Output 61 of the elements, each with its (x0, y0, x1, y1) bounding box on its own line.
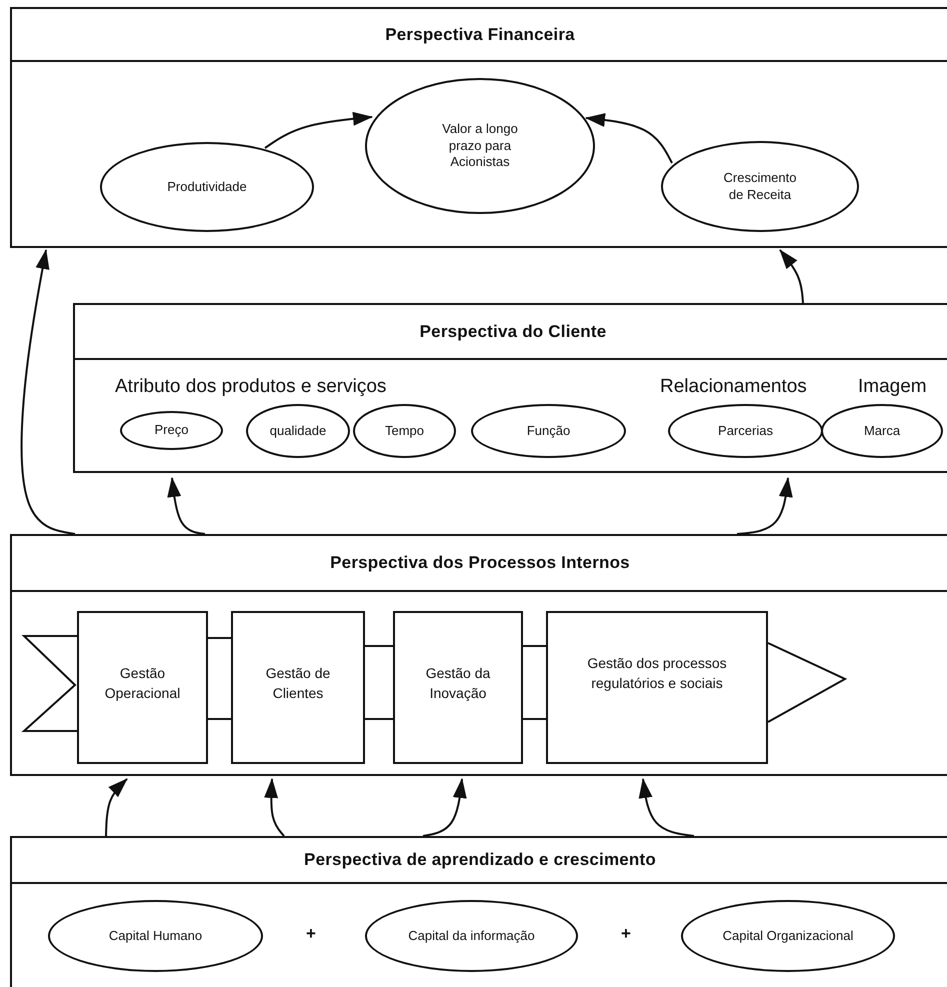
connector-line (208, 718, 231, 720)
process-box (393, 611, 523, 764)
perspective-panel (73, 303, 947, 473)
oval-node (365, 78, 595, 214)
arrow (736, 477, 793, 535)
plus-sign: + (306, 924, 316, 944)
connector-line (208, 637, 231, 639)
oval-node (821, 404, 943, 458)
node-text: Marca (864, 422, 900, 440)
node-text: Gestão da Inovação (424, 664, 492, 704)
oval-node (668, 404, 823, 458)
process-box (77, 611, 208, 764)
node-text: Crescimento de Receita (722, 170, 798, 204)
connector-line (365, 645, 393, 647)
node-text: Função (526, 422, 570, 440)
connector-line (523, 718, 546, 720)
arrow (264, 112, 373, 149)
node-text: Produtividade (167, 178, 247, 196)
plus-sign: + (621, 924, 631, 944)
node-text: Gestão de Clientes (264, 664, 332, 704)
node-text: Capital da informação (408, 928, 535, 944)
process-box (546, 611, 768, 764)
oval-node (365, 900, 578, 972)
group-heading: Atributo dos produtos e serviços (115, 376, 386, 398)
oval-node (681, 900, 895, 972)
connector-line (523, 645, 546, 647)
node-text: Parcerias (718, 422, 773, 440)
group-heading: Imagem (858, 376, 927, 398)
panel-title: Perspectiva de aprendizado e crescimento (304, 850, 656, 870)
oval-node (48, 900, 263, 972)
connector-line (365, 718, 393, 720)
node-text: qualidade (270, 422, 326, 440)
oval-node (471, 404, 626, 458)
arrow (779, 249, 804, 304)
node-text: Preço (154, 422, 188, 439)
arrow (422, 778, 467, 837)
panel-title: Perspectiva do Cliente (420, 322, 606, 342)
oval-node (120, 411, 223, 450)
oval-node (100, 142, 314, 232)
arrow (638, 778, 694, 837)
node-text: Valor a longo prazo para Acionistas (441, 120, 519, 172)
node-text: Capital Humano (108, 928, 202, 944)
oval-node (353, 404, 456, 458)
perspective-panel (10, 836, 947, 987)
arrow (20, 249, 76, 535)
arrow (585, 113, 673, 164)
panel-title: Perspectiva Financeira (385, 24, 575, 44)
node-text: Gestão dos processos regulatórios e sociais (587, 654, 727, 694)
panel-title: Perspectiva dos Processos Internos (330, 553, 630, 573)
group-heading: Relacionamentos (660, 376, 807, 398)
arrow (105, 778, 128, 836)
oval-node (661, 141, 859, 232)
node-text: Tempo (384, 422, 424, 440)
node-text: Gestão Operacional (104, 664, 182, 704)
process-box (231, 611, 365, 764)
node-text: Capital Organizacional (722, 928, 854, 944)
arrow (264, 778, 285, 837)
perspective-panel (10, 7, 947, 248)
perspective-panel (10, 534, 947, 776)
arrow (167, 477, 206, 535)
oval-node (246, 404, 350, 458)
